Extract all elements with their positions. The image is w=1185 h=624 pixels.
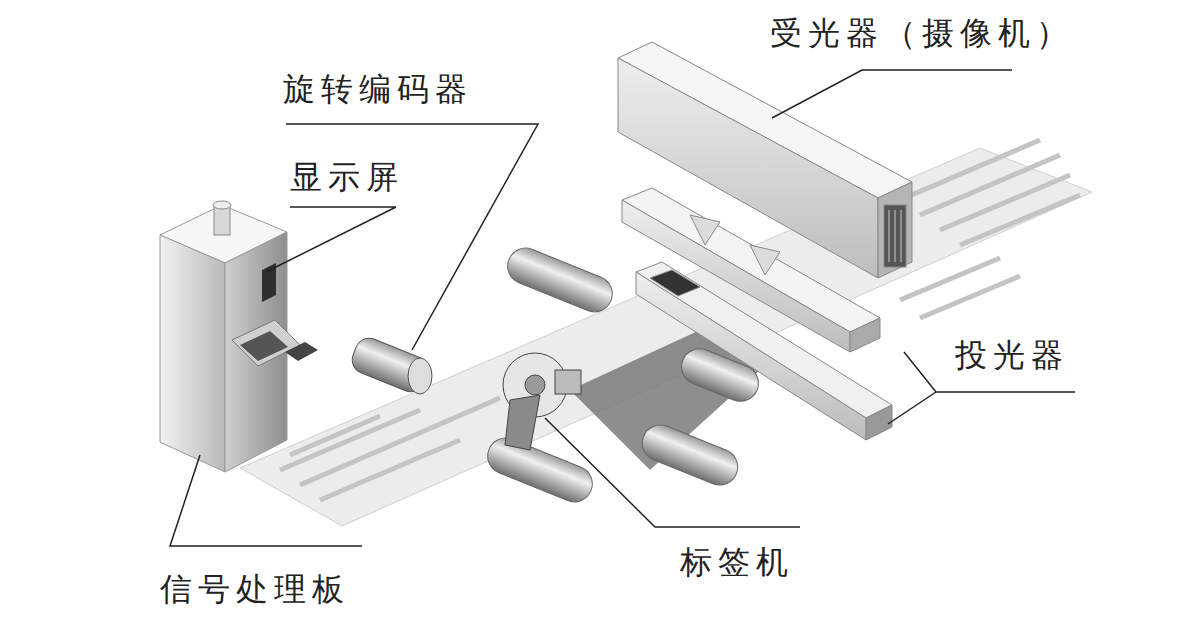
label-display: 显示屏 (290, 160, 404, 195)
rollers (482, 243, 764, 508)
rotary-encoder (348, 334, 432, 396)
label-projector: 投光器 (955, 338, 1069, 373)
label-encoder: 旋转编码器 (283, 72, 473, 107)
signal-cabinet (160, 201, 318, 472)
leader-lines (170, 70, 1075, 546)
web-sheet (240, 140, 1092, 526)
labeler (503, 353, 581, 450)
camera-receiver (618, 42, 912, 278)
label-camera: 受光器（摄像机） (770, 16, 1074, 51)
label-board: 信号处理板 (160, 572, 350, 607)
label-labeler: 标签机 (680, 545, 794, 580)
